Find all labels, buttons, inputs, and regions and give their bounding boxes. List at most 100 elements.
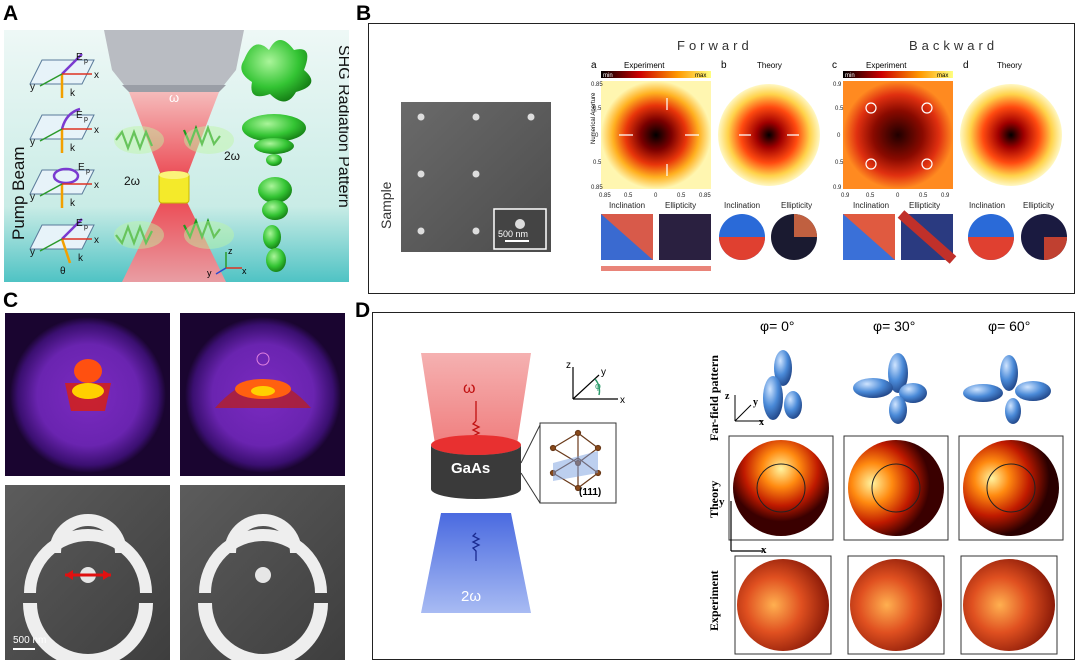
- colorbar-a: [601, 71, 711, 78]
- label-a: A: [3, 2, 19, 25]
- small-y: y: [753, 397, 758, 408]
- k-label-1: k: [70, 88, 76, 99]
- c-ytick-3: 0.5: [835, 160, 844, 166]
- d-omega: ω: [463, 380, 476, 397]
- a-ytick-3: 0.5: [593, 160, 602, 166]
- ep-sub-3: p: [86, 168, 90, 175]
- panel-a-figure: ω 2ω 2ω: [4, 30, 349, 282]
- ep-label-3: E: [78, 162, 85, 173]
- panel-b-figure: Sample 500 nm Forward Backward a Experim…: [378, 38, 1067, 271]
- c-ytick-4: 0.9: [833, 185, 842, 191]
- d-two-omega: 2ω: [461, 588, 481, 605]
- exp-a-title: Experiment: [624, 61, 665, 70]
- phi-30-heading: φ= 30°: [873, 318, 915, 334]
- d-shg-beam: [421, 513, 531, 613]
- ellip-b: Ellipticity: [781, 201, 812, 210]
- c-xtick-2: 0: [896, 193, 900, 199]
- a-ytick-2: 0: [595, 133, 599, 139]
- theory-forward-map: [718, 84, 820, 186]
- shg-pattern-label: SHG Radiation Pattern: [335, 45, 349, 208]
- cbar-a-min: min: [603, 73, 613, 79]
- polarization-diagrams: [29, 53, 95, 264]
- c-ytick-0: 0.9: [833, 82, 842, 88]
- ep-sub-2: p: [84, 116, 88, 123]
- experiment-maps: [734, 555, 1058, 655]
- ellip-c: Ellipticity: [909, 201, 940, 210]
- panel-c-figure: 500 nm: [5, 313, 345, 665]
- exp-c-title: Experiment: [866, 61, 907, 70]
- panel-d: ω 2ω GaAs (111) z x y φ: [372, 312, 1075, 660]
- k-label-3: k: [70, 198, 76, 209]
- a-xtick-2: 0: [654, 193, 658, 199]
- pump-beam-label: Pump Beam: [9, 146, 28, 240]
- map-x: x: [761, 544, 767, 556]
- sample-label: Sample: [378, 181, 394, 229]
- shg-radiation-lobes: [241, 40, 312, 272]
- axis-triad: z x y: [207, 246, 247, 278]
- theta-label: θ: [60, 266, 66, 277]
- c-ytick-2: 0: [837, 133, 841, 139]
- ep-sub-4: p: [84, 224, 88, 231]
- label-b: B: [356, 2, 372, 25]
- plane-label: (111): [579, 487, 601, 498]
- panel-b: Sample 500 nm Forward Backward a Experim…: [368, 23, 1075, 294]
- panel-d-figure: ω 2ω GaAs (111) z x y φ: [421, 318, 1064, 655]
- a-ytick-1: 0.5: [593, 106, 602, 112]
- y-label-1: y: [30, 82, 35, 93]
- x-label-4: x: [94, 235, 99, 246]
- gaas-label: GaAs: [451, 460, 490, 477]
- theory-row-label: Theory: [707, 481, 721, 518]
- colorbar-c: [843, 71, 953, 78]
- c-xtick-0: 0.9: [841, 193, 850, 199]
- d-y: y: [601, 367, 606, 378]
- triad-y: y: [207, 268, 212, 278]
- pump-beam-lower: [122, 200, 226, 282]
- ep-label-4: E: [76, 218, 83, 229]
- pump-beam-upper: [129, 92, 219, 178]
- a-xtick-0: 0.85: [599, 193, 611, 199]
- two-omega-right: 2ω: [224, 149, 240, 163]
- cbar-a-max: max: [695, 73, 706, 79]
- na-ylabel: Numerical Aperture: [591, 92, 597, 144]
- a-ytick-4: 0.85: [591, 185, 603, 191]
- ep-label-2: E: [76, 110, 83, 121]
- label-c: C: [3, 289, 19, 312]
- ep-label-1: E: [76, 52, 83, 63]
- phi-0-heading: φ= 0°: [760, 318, 795, 334]
- a-ytick-0: 0.85: [591, 82, 603, 88]
- theory-maps: [728, 435, 1064, 541]
- theory-d-title: Theory: [997, 61, 1022, 70]
- small-z: z: [725, 391, 730, 402]
- incl-b: Inclination: [724, 201, 760, 210]
- c-xtick-3: 0.5: [919, 193, 928, 199]
- sub-b: b: [721, 60, 727, 71]
- d-x: x: [620, 395, 625, 406]
- inclination-ellipticity-maps: [601, 210, 1067, 264]
- c-scale: 500 nm: [13, 635, 46, 646]
- y-label-2: y: [30, 137, 35, 148]
- c-ytick-1: 0.5: [835, 106, 844, 112]
- sub-d: d: [963, 60, 969, 71]
- legend-strip: [601, 266, 711, 271]
- x-label-1: x: [94, 70, 99, 81]
- sub-c: c: [832, 60, 837, 71]
- experiment-row-label: Experiment: [707, 570, 721, 631]
- y-label-3: y: [30, 192, 35, 203]
- incl-a: Inclination: [609, 201, 645, 210]
- triad-z: z: [228, 246, 233, 256]
- sub-a: a: [591, 60, 597, 71]
- theory-backward-map: [960, 84, 1062, 186]
- omega-label: ω: [169, 90, 179, 105]
- k-label-2: k: [70, 143, 76, 154]
- c-xtick-4: 0.9: [941, 193, 950, 199]
- incl-c: Inclination: [853, 201, 889, 210]
- gaas-top: [431, 435, 521, 455]
- cbar-c-max: max: [937, 73, 948, 79]
- a-xtick-3: 0.5: [677, 193, 686, 199]
- theory-b-title: Theory: [757, 61, 782, 70]
- ep-sub-1: p: [84, 58, 88, 65]
- map-y: y: [719, 496, 725, 508]
- cbar-c-min: min: [845, 73, 855, 79]
- d-z: z: [566, 360, 571, 371]
- shg-arrows: [115, 124, 221, 247]
